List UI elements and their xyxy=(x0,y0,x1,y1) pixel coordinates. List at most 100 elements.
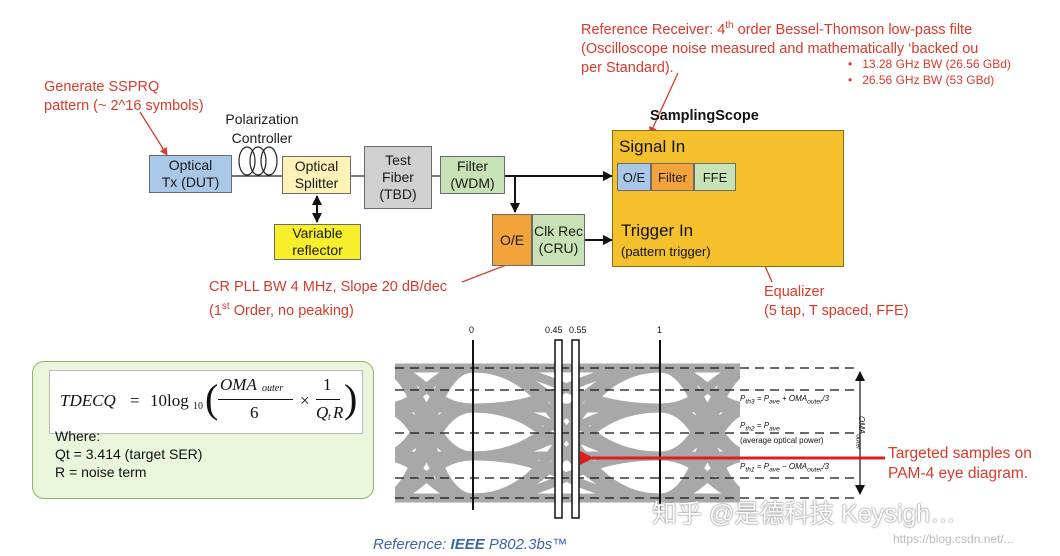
reference-line: Reference: IEEE P802.3bs™ xyxy=(373,536,567,553)
oma-text: OMA xyxy=(857,416,866,435)
polarization-label: Polarization Controller xyxy=(214,110,310,148)
signal-in-label: Signal In xyxy=(619,137,686,156)
scope-filter-label: Filter xyxy=(658,169,687,185)
pth1-tail: − OMA xyxy=(779,462,808,471)
formula-sub10: 10 xyxy=(193,401,203,412)
formula-den2-q: Q xyxy=(316,403,329,422)
eye-window-055 xyxy=(571,339,580,519)
scope-filter-box: Filter xyxy=(651,163,694,191)
filter-wdm-block: Filter (WDM) xyxy=(440,156,505,194)
ref-receiver-note: Reference Receiver: 4th order Bessel-Tho… xyxy=(581,16,1060,78)
fiber-line2: Fiber xyxy=(382,169,414,185)
clk-rec-line1: Clk Rec xyxy=(533,223,583,239)
pth3-ave: ave xyxy=(769,398,780,406)
bullet-item: • 26.56 GHz BW (53 GBd) xyxy=(848,73,995,87)
eye-tick-1: 1 xyxy=(657,325,663,335)
formula-lhs: TDECQ xyxy=(60,391,116,410)
variable-reflector-block: Variable reflector xyxy=(274,224,361,260)
pth2-ave: ave xyxy=(769,425,780,433)
trigger-sub-label: (pattern trigger) xyxy=(621,244,711,259)
polarization-line1: Polarization xyxy=(225,111,299,127)
pth1-sub: th1 xyxy=(745,466,755,474)
splitter-line1: Optical xyxy=(294,158,339,174)
ref-receiver-line3: per Standard). xyxy=(581,59,674,76)
eye-window-045 xyxy=(554,339,563,519)
cr-pll-line1: CR PLL BW 4 MHz, Slope 20 dB/dec xyxy=(209,279,448,295)
oma-sub: outer xyxy=(854,434,862,450)
formula-times: × xyxy=(300,391,310,410)
pth1-end: /3 xyxy=(822,462,829,471)
watermark-url: https://blog.csdn.net/... xyxy=(893,532,1014,546)
formula-den2-r: R xyxy=(333,403,344,422)
reference-ieee: IEEE xyxy=(450,536,485,553)
sspr-line2: pattern (~ 2^16 symbols) xyxy=(44,98,204,114)
ref-receiver-line1: Reference Receiver: 4 xyxy=(581,21,726,38)
reference-std: P802.3bs™ xyxy=(484,536,568,553)
pth1-outer: outer xyxy=(807,466,823,474)
eye-tick-055: 0.55 xyxy=(569,325,587,335)
pam4-eye-diagram xyxy=(395,363,740,503)
clk-rec-line2: (CRU) xyxy=(538,240,579,256)
optical-splitter-block: Optical Splitter xyxy=(282,156,351,194)
ref-receiver-bullets: • 13.28 GHz BW (26.56 GBd) • 26.56 GHz B… xyxy=(848,56,1011,88)
formula-r: R = noise term xyxy=(55,464,147,480)
pth2-label: Pth2 = Pave (average optical power) xyxy=(740,420,824,446)
trigger-in-label: Trigger In xyxy=(621,221,694,240)
optical-tx-block: Optical Tx (DUT) xyxy=(149,155,232,193)
pth2-p: P xyxy=(740,421,746,430)
pth3-outer: outer xyxy=(807,398,823,406)
cr-pll-line2-pre: (1 xyxy=(209,302,222,319)
formula-fraction-bar-2 xyxy=(316,399,340,400)
bullet-item: • 13.28 GHz BW (26.56 GBd) xyxy=(848,57,1011,71)
pth3-end: /3 xyxy=(822,394,829,403)
formula-where-label: Where: xyxy=(55,428,101,444)
filter-wdm-line1: Filter xyxy=(456,158,489,174)
bullet-text-1: 13.28 GHz BW (26.56 GBd) xyxy=(862,57,1011,71)
formula-fraction-bar xyxy=(218,399,293,400)
scope-oe-box: O/E xyxy=(617,163,651,191)
sspr-note: Generate SSPRQ pattern (~ 2^16 symbols) xyxy=(44,78,204,116)
ref-receiver-line1-rest: order Bessel-Thomson low-pass filte xyxy=(733,21,973,38)
pth1-rest: = P xyxy=(754,462,770,471)
pth1-ave: ave xyxy=(769,466,780,474)
scope-ffe-label: FFE xyxy=(702,169,728,185)
sspr-pointer-arrow xyxy=(139,111,168,156)
pth2-sub: th2 xyxy=(745,425,755,433)
formula-num-sub: outer xyxy=(262,383,284,394)
pth3-p: P xyxy=(740,394,746,403)
pth2-rest: = P xyxy=(754,421,770,430)
equalizer-note: Equalizer (5 tap, T spaced, FFE) xyxy=(764,283,909,321)
fiber-line1: Test xyxy=(385,152,411,168)
formula-num: OMA xyxy=(220,375,257,394)
cr-pll-note: CR PLL BW 4 MHz, Slope 20 dB/dec (1st Or… xyxy=(209,278,447,321)
pth1-p: P xyxy=(740,462,746,471)
pth3-rest: = P xyxy=(754,394,770,403)
formula-paren-right: ) xyxy=(344,376,358,421)
clk-rec-block: Clk Rec (CRU) xyxy=(532,214,585,266)
ref-receiver-sup: th xyxy=(725,20,734,31)
formula-den2-t: t xyxy=(328,412,331,423)
pth3-tail: + OMA xyxy=(779,394,808,403)
formula-paren-left: ( xyxy=(205,376,219,421)
formula-where: Where: Qt = 3.414 (target SER) R = noise… xyxy=(55,427,202,481)
targeted-line1: Targeted samples on xyxy=(888,445,1032,462)
scope-ffe-box: FFE xyxy=(694,163,736,191)
fiber-line3: (TBD) xyxy=(379,186,417,202)
scope-oe-label: O/E xyxy=(622,169,646,185)
optical-tx-line2: Tx (DUT) xyxy=(161,174,220,190)
eye-tick-0: 0 xyxy=(469,325,475,335)
formula-eq: = xyxy=(130,391,140,410)
pth2-note: (average optical power) xyxy=(740,435,824,445)
eye-tick-045: 0.45 xyxy=(545,325,563,335)
outer-oe-label: O/E xyxy=(499,231,525,248)
signal-in-pointer-arrow xyxy=(649,72,679,135)
formula-num2: 1 xyxy=(323,375,332,394)
optical-tx-line1: Optical xyxy=(168,157,213,173)
equalizer-line1: Equalizer xyxy=(764,284,825,300)
bullet-text-2: 26.56 GHz BW (53 GBd) xyxy=(862,73,995,87)
polarization-loops xyxy=(238,146,278,176)
formula-qt: Qt = 3.414 (target SER) xyxy=(55,446,203,462)
polarization-line2: Controller xyxy=(231,130,293,146)
reflector-line2: reflector xyxy=(292,242,343,258)
filter-wdm-line2: (WDM) xyxy=(450,175,495,191)
